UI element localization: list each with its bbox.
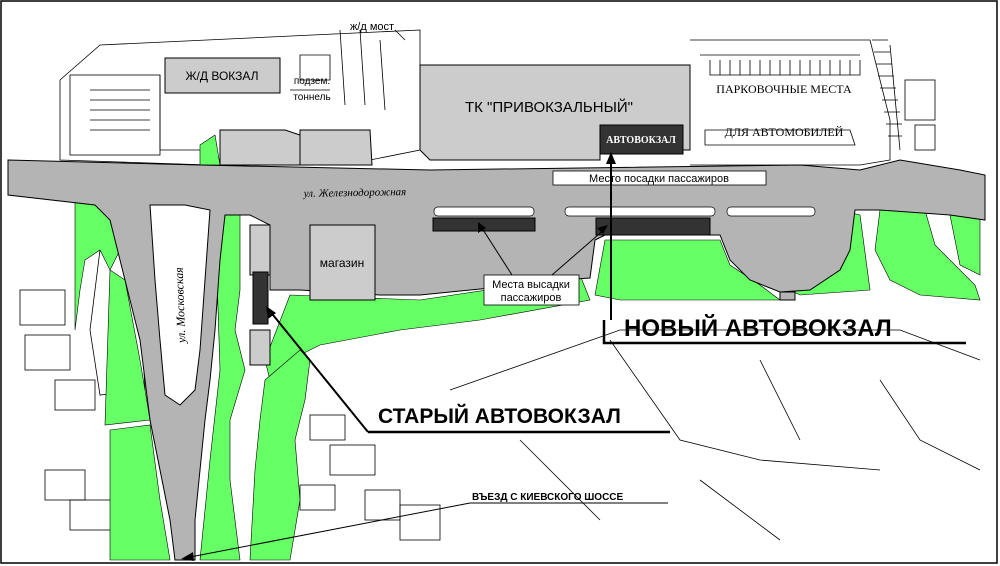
new-station-building	[599, 124, 684, 155]
railway-station-label: Ж/Д ВОКЗАЛ	[185, 69, 258, 83]
new-station-title: НОВЫЙ АВТОВОКЗАЛ	[624, 314, 892, 342]
new-station-underline	[602, 320, 966, 345]
bridge-label: ж/д мост	[350, 21, 394, 33]
tk-label: ТК "ПРИВОКЗАЛЬНЫЙ"	[465, 98, 633, 116]
new-station-small-label: АВТОВОКЗАЛ	[606, 135, 676, 146]
dropoff-bay-2	[595, 217, 711, 236]
street-moskovskaya: ул. Московская	[172, 267, 189, 345]
shop-building	[309, 224, 376, 301]
buildings	[164, 57, 711, 366]
main-street	[7, 159, 986, 561]
arrow-heads	[181, 152, 616, 561]
dropoff-label-2: пассажиров	[501, 292, 562, 304]
parking-label-2: ДЛЯ АВТОМОБИЛЕЙ	[725, 125, 844, 139]
old-station-pointer	[268, 309, 369, 433]
road-island	[149, 204, 211, 406]
pointer-lines	[184, 155, 966, 559]
dropoff-label-box	[483, 274, 580, 306]
roads	[7, 159, 986, 561]
old-station-title: СТАРЫЙ АВТОВОКЗАЛ	[378, 404, 621, 428]
boarding-label-box	[552, 170, 767, 186]
street-zheleznodorozhnaya: ул. Железнодорожная	[303, 186, 407, 200]
shop-label: магазин	[320, 256, 364, 270]
parking-label-1: ПАРКОВОЧНЫЕ МЕСТА	[716, 82, 852, 96]
tunnel-label-1: подзем.	[294, 76, 330, 87]
boarding-label: Место посадки пассажиров	[589, 173, 729, 185]
railway-station-building	[164, 57, 281, 94]
parking-stalls	[704, 39, 902, 146]
labels: Ж/Д ВОКЗАЛ ж/д мост подзем. тоннель ТК "…	[172, 21, 892, 503]
entry-label: ВЪЕЗД С КИЕВСКОГО ШОССЕ	[472, 492, 624, 503]
tunnel-label-2: тоннель	[293, 92, 330, 103]
dropoff-label-1: Места высадки	[492, 279, 570, 291]
lane-markings	[433, 206, 816, 217]
dropoff-pointer-1	[479, 224, 513, 276]
old-station-building	[252, 271, 269, 325]
dropoff-pointer-2	[551, 227, 607, 276]
entry-pointer	[184, 502, 668, 559]
